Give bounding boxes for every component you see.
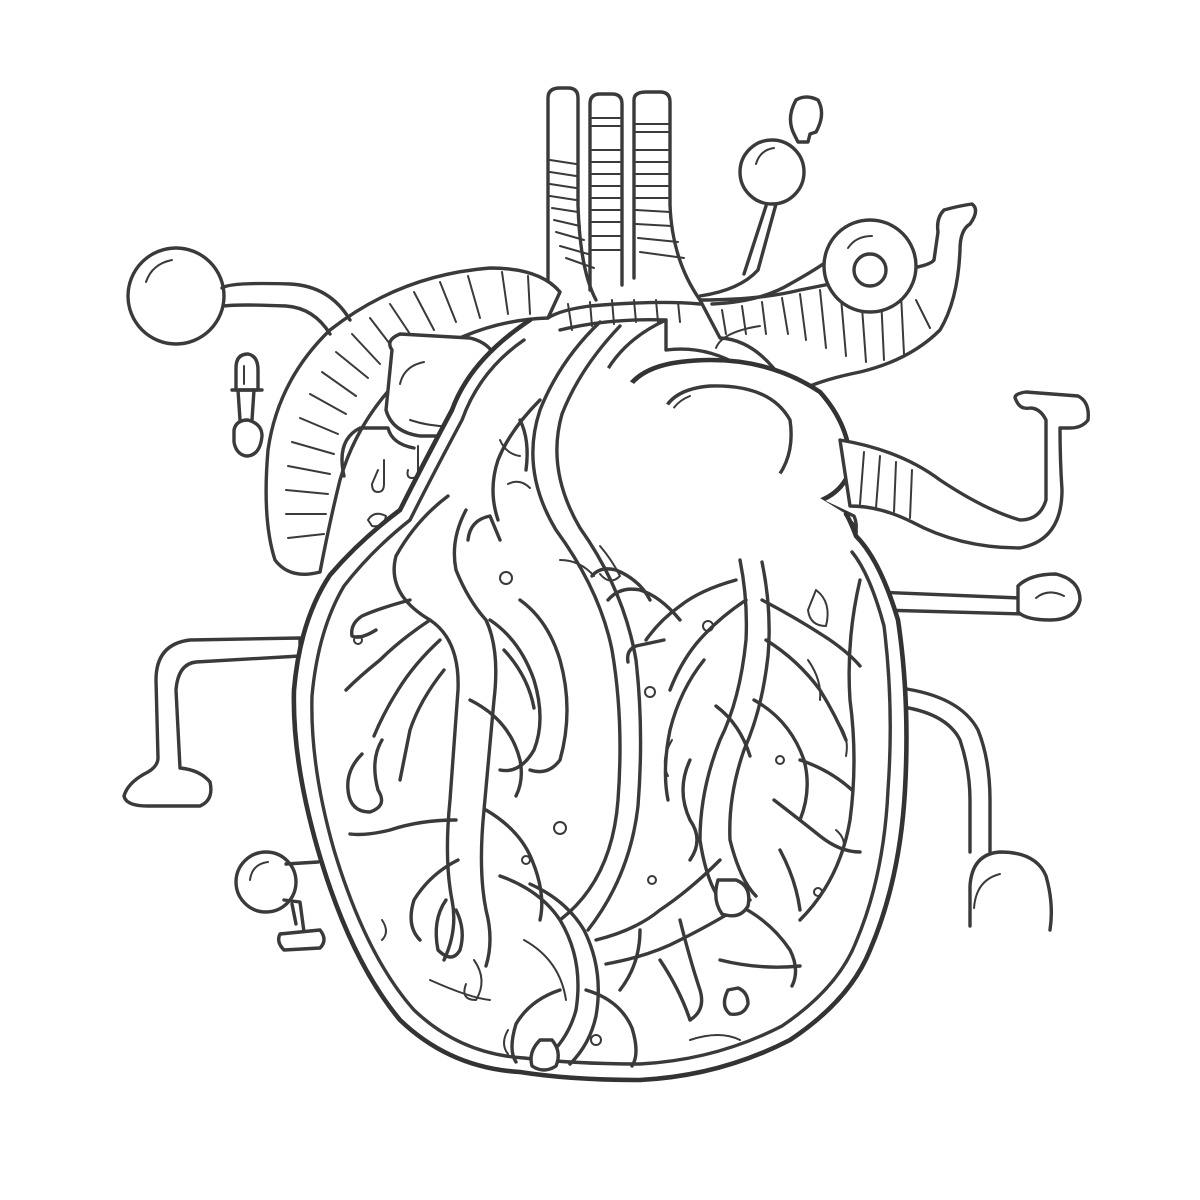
right-vessel-tree [590,545,862,918]
right-lower-vessels [874,572,1082,932]
right-upper-vessels [698,95,918,314]
left-lower-vessel [234,850,326,952]
top-vessels [546,86,702,302]
left-middle-vessel [122,636,302,808]
left-upper-vessel [126,246,352,458]
central-branches [353,398,657,885]
left-vessel-tree [344,494,569,1001]
heart-body [291,299,909,1083]
bottom-vessel-tree [498,858,802,1072]
right-middle-vessel [838,390,1090,550]
